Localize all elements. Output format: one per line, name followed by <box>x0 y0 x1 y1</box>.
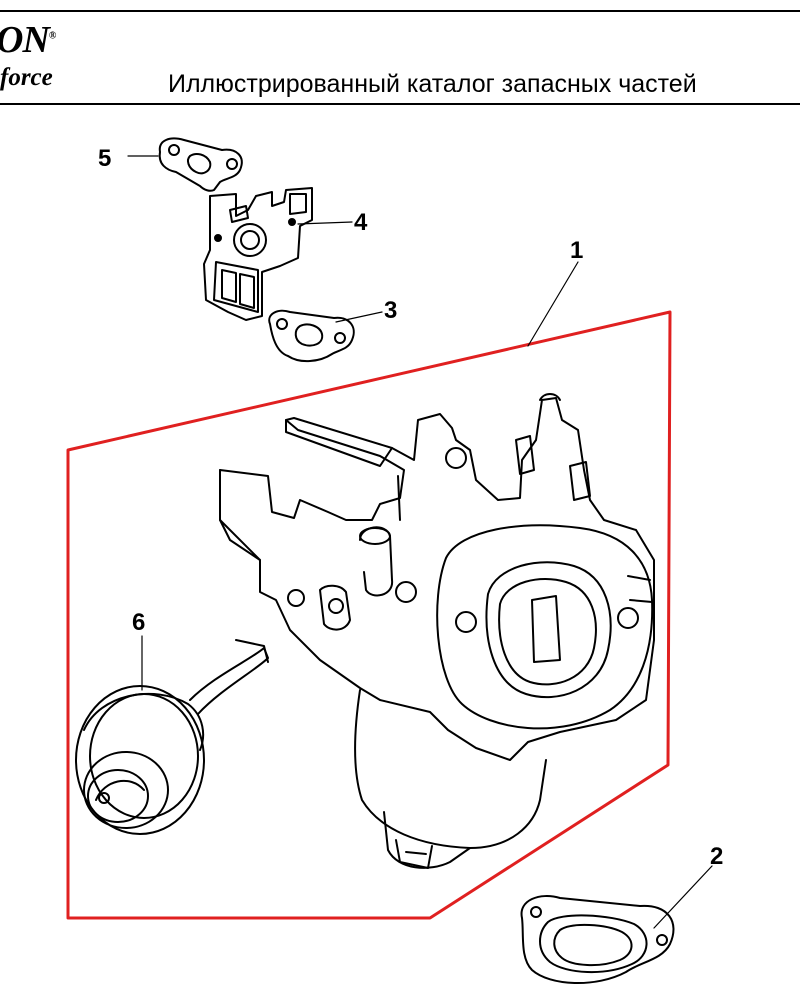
callout-4: 4 <box>354 209 368 236</box>
callout-leaders <box>127 155 713 929</box>
callout-6: 6 <box>132 609 145 636</box>
catalog-title: Иллюстрированный каталог запасных частей <box>168 70 697 98</box>
part-3-gasket <box>268 309 355 362</box>
part-2-gasket <box>520 895 675 985</box>
callout-2: 2 <box>710 843 723 870</box>
brand-logo: ON® <box>0 19 56 61</box>
header-bottom-rule <box>0 103 800 105</box>
part-5-gasket <box>158 137 243 192</box>
part-1-carburetor <box>219 393 655 869</box>
callout-5: 5 <box>98 145 111 172</box>
brand-logo-tagline: force <box>0 64 53 91</box>
header-top-rule <box>0 10 800 12</box>
callout-1: 1 <box>570 237 583 264</box>
part-4-bracket <box>203 187 313 321</box>
part-6-solenoid <box>75 639 269 835</box>
assembly-frame <box>66 310 672 920</box>
callout-3: 3 <box>384 297 397 324</box>
